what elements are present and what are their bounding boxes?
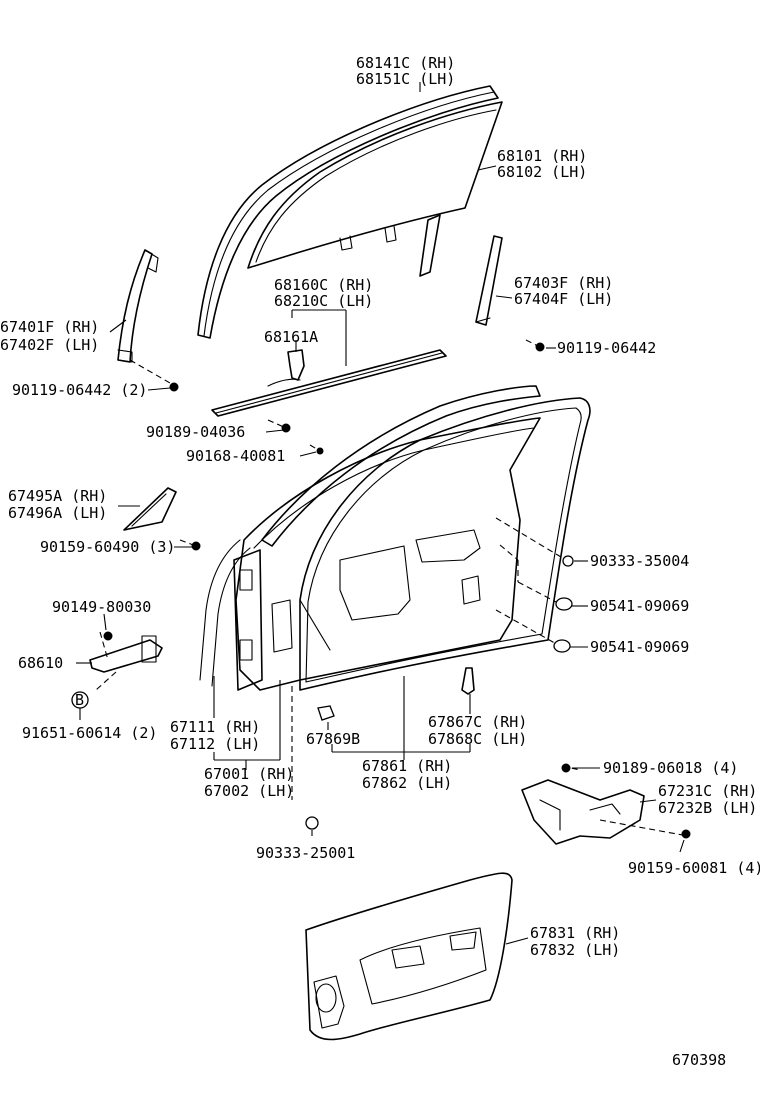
division-bar-right bbox=[475, 235, 503, 326]
label-67404f: 67404F (LH) bbox=[514, 290, 613, 308]
clip-90541-lower bbox=[553, 639, 571, 653]
label-68101: 68101 (RH) bbox=[497, 147, 587, 165]
label-67831: 67831 (RH) bbox=[530, 924, 620, 942]
label-67232b: 67232B (LH) bbox=[658, 799, 757, 817]
door-check bbox=[89, 631, 163, 691]
label-67867c: 67867C (RH) bbox=[428, 713, 527, 731]
label-90333-35004: 90333-35004 bbox=[590, 552, 689, 570]
label-90333-25001: 90333-25001 bbox=[256, 844, 355, 862]
label-90189-04036: 90189-04036 bbox=[146, 423, 245, 441]
label-90189-06018: 90189-06018 (4) bbox=[603, 759, 738, 777]
label-67495a: 67495A (RH) bbox=[8, 487, 107, 505]
label-90168-40081: 90168-40081 bbox=[186, 447, 285, 465]
glass-run-channel bbox=[197, 85, 499, 339]
label-67862: 67862 (LH) bbox=[362, 774, 452, 792]
label-68160c: 68160C (RH) bbox=[274, 276, 373, 294]
label-90159-60081: 90159-60081 (4) bbox=[628, 859, 760, 877]
label-90119-06442-2: 90119-06442 (2) bbox=[12, 381, 147, 399]
label-67403f: 67403F (RH) bbox=[514, 274, 613, 292]
plug-90333-25001 bbox=[305, 816, 319, 830]
label-67401f: 67401F (RH) bbox=[0, 318, 99, 336]
label-67496a: 67496A (LH) bbox=[8, 504, 107, 522]
label-67112: 67112 (LH) bbox=[170, 735, 260, 753]
label-67001: 67001 (RH) bbox=[204, 765, 294, 783]
outer-belt-molding bbox=[199, 385, 541, 687]
label-91651-60614: 91651-60614 (2) bbox=[22, 724, 157, 742]
corner-cover bbox=[123, 487, 177, 531]
label-68610: 68610 bbox=[18, 654, 63, 672]
clip-leaders bbox=[495, 517, 567, 647]
screw-90159-60490 bbox=[179, 539, 201, 551]
label-67402f: 67402F (LH) bbox=[0, 336, 99, 354]
clip-90541-upper bbox=[555, 597, 573, 611]
label-67861: 67861 (RH) bbox=[362, 757, 452, 775]
label-67111: 67111 (RH) bbox=[170, 718, 260, 736]
part-labels: 68141C (RH) 68151C (LH) 68101 (RH) 68102… bbox=[0, 54, 760, 1069]
label-68210c: 68210C (LH) bbox=[274, 292, 373, 310]
door-glass bbox=[247, 101, 503, 269]
label-67868c: 67868C (LH) bbox=[428, 730, 527, 748]
door-weatherstrip bbox=[299, 397, 591, 691]
label-68161a: 68161A bbox=[264, 328, 318, 346]
label-67869b: 67869B bbox=[306, 730, 360, 748]
bolt-90119-top bbox=[525, 339, 545, 352]
ref-marker-b: B bbox=[75, 691, 84, 709]
bolt-90119-left bbox=[169, 382, 179, 392]
screw-90168 bbox=[309, 444, 324, 455]
hinge-side-seal bbox=[233, 549, 263, 691]
door-trim-board bbox=[305, 872, 513, 1041]
diagram-id: 670398 bbox=[672, 1051, 726, 1069]
clip-67869b bbox=[317, 705, 335, 721]
label-68141c: 68141C (RH) bbox=[356, 54, 455, 72]
bolt-90149 bbox=[103, 631, 113, 641]
division-bar-left bbox=[117, 249, 171, 384]
label-68102: 68102 (LH) bbox=[497, 163, 587, 181]
weatherstrip-clip bbox=[287, 349, 305, 381]
label-67002: 67002 (LH) bbox=[204, 782, 294, 800]
label-90541-09069-lower: 90541-09069 bbox=[590, 638, 689, 656]
glass-channel-rail bbox=[419, 214, 441, 277]
belt-weatherstrip bbox=[211, 349, 447, 417]
leader-lines bbox=[76, 82, 685, 945]
bolt-91651: B bbox=[71, 691, 89, 709]
door-hinge-assembly bbox=[521, 763, 691, 845]
label-68151c: 68151C (LH) bbox=[356, 70, 455, 88]
label-90541-09069-upper: 90541-09069 bbox=[590, 597, 689, 615]
clip-67867c bbox=[461, 667, 475, 695]
label-90149-80030: 90149-80030 bbox=[52, 598, 151, 616]
label-67832: 67832 (LH) bbox=[530, 941, 620, 959]
plug-90333-35004 bbox=[562, 555, 574, 567]
label-90159-60490: 90159-60490 (3) bbox=[40, 538, 175, 556]
front-door-panel bbox=[235, 417, 541, 691]
label-90119-06442: 90119-06442 bbox=[557, 339, 656, 357]
label-67231c: 67231C (RH) bbox=[658, 782, 757, 800]
